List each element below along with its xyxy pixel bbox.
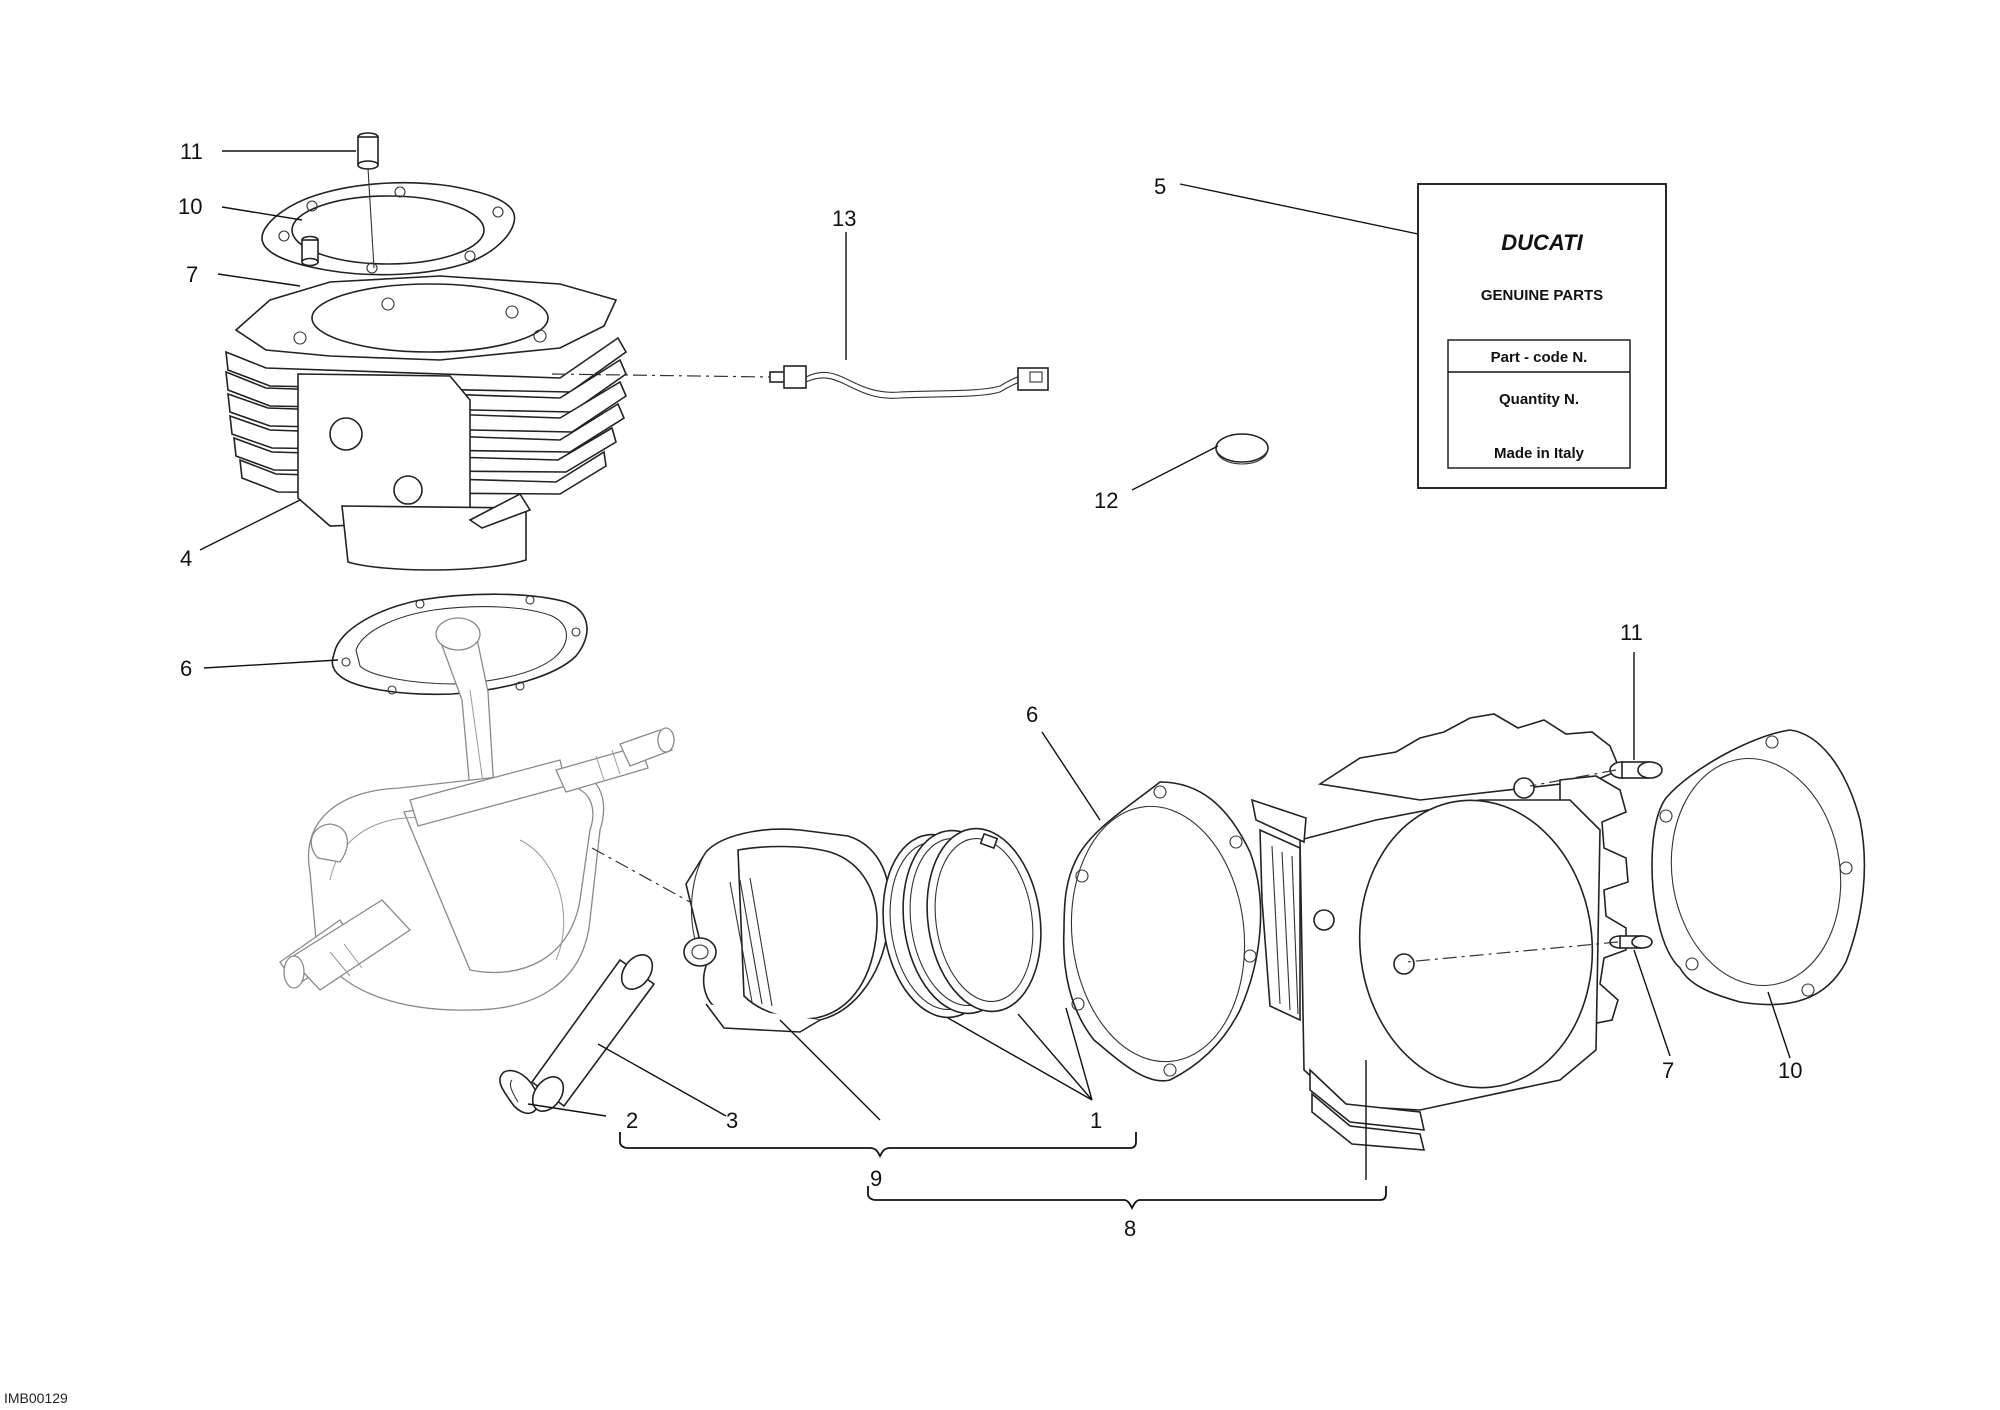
dowel-right-top-icon	[1609, 761, 1663, 779]
parts-label-icon: DUCATI GENUINE PARTS Part - code N. Quan…	[1417, 183, 1667, 489]
crankshaft-icon	[279, 617, 675, 1011]
label-made-in: Made in Italy	[1494, 445, 1585, 462]
callout-13: 13	[832, 206, 856, 231]
piston-rings-icon	[882, 827, 1042, 1019]
brace-group-9	[619, 1132, 1137, 1159]
label-quantity: Quantity N.	[1499, 391, 1579, 408]
leader-lines	[199, 150, 1791, 1180]
head-gasket-right-icon	[1651, 729, 1866, 1006]
callout-11-top: 11	[180, 139, 203, 164]
callout-3: 3	[726, 1108, 738, 1133]
label-brand: DUCATI	[1501, 230, 1583, 255]
circlip-icon	[499, 1069, 539, 1115]
callout-9: 9	[870, 1166, 882, 1191]
callout-2: 2	[626, 1108, 638, 1133]
callout-8: 8	[1124, 1216, 1136, 1241]
label-part-code: Part - code N.	[1491, 349, 1588, 366]
callout-10-right: 10	[1778, 1058, 1802, 1083]
brace-group-8	[867, 1186, 1387, 1211]
callout-7-right: 7	[1662, 1058, 1674, 1083]
callout-5: 5	[1154, 174, 1166, 199]
cylinder-right-icon	[1250, 713, 1629, 1151]
callout-7-top: 7	[186, 262, 198, 287]
callout-6-mid: 6	[1026, 702, 1038, 727]
callout-1: 1	[1090, 1108, 1102, 1133]
plug-icon	[1215, 433, 1269, 465]
dowel-right-bottom-icon	[1609, 935, 1653, 949]
callout-10-top: 10	[178, 194, 202, 219]
temperature-sensor-icon	[769, 365, 1049, 399]
piston-icon	[683, 828, 891, 1033]
assembly-lines	[551, 373, 1619, 963]
callout-4: 4	[180, 546, 192, 571]
callout-6-left: 6	[180, 656, 192, 681]
gudgeon-pin-icon	[530, 954, 656, 1112]
dowel-top-icon	[357, 132, 379, 170]
head-gasket-top-icon	[261, 167, 516, 276]
callout-11-right: 11	[1620, 620, 1643, 645]
label-subtitle: GENUINE PARTS	[1481, 287, 1603, 304]
base-gasket-mid-icon	[1062, 781, 1262, 1082]
dowel-left-icon	[301, 235, 319, 267]
callout-12: 12	[1094, 488, 1118, 513]
image-code: IMB00129	[4, 1390, 68, 1406]
cylinder-top-icon	[225, 275, 628, 571]
